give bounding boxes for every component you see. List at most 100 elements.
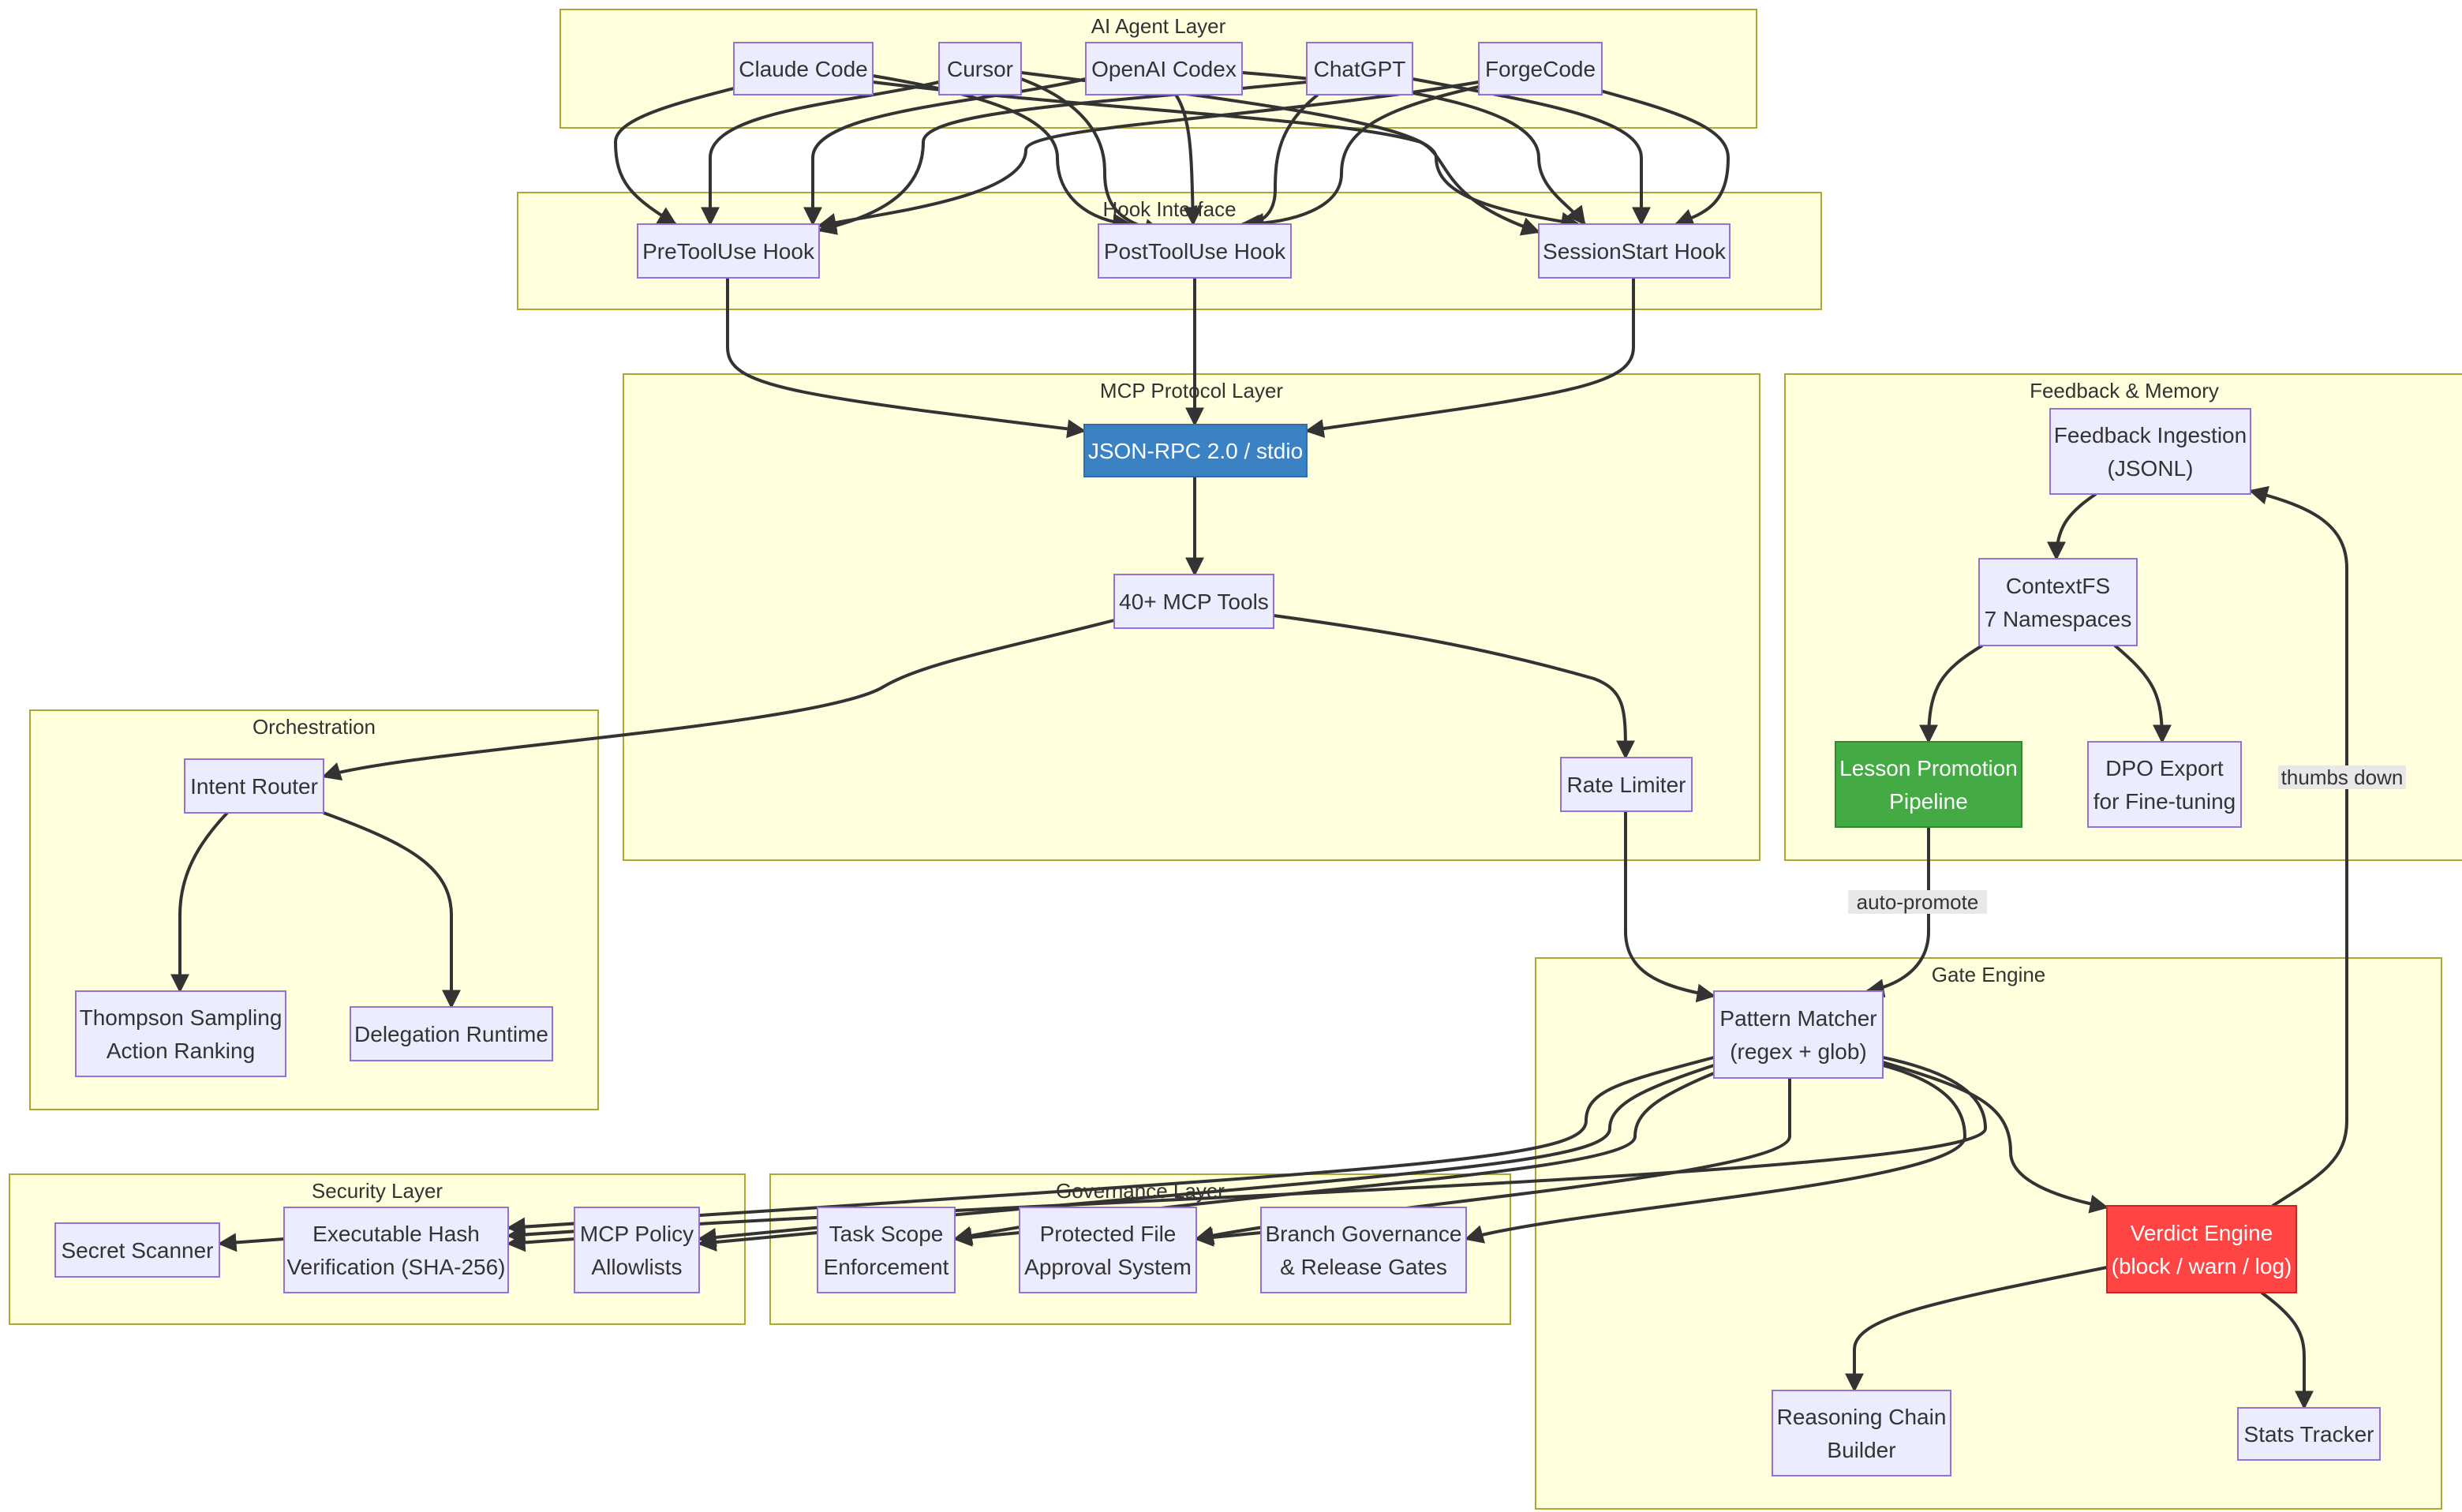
node-label: DPO Export — [2105, 756, 2224, 780]
edge-label-background — [2278, 765, 2406, 789]
node-label: (regex + glob) — [1730, 1039, 1867, 1064]
edge-intentrouter-to-thompson — [170, 811, 229, 994]
node-box — [2237, 1407, 2381, 1461]
node-label: SessionStart Hook — [1543, 239, 1727, 264]
node-box — [817, 1207, 956, 1293]
node-label: 7 Namespaces — [1985, 607, 2132, 631]
node-branch-governance: Branch Governance& Release Gates — [1260, 1207, 1467, 1293]
node-box — [283, 1207, 509, 1293]
edge-taskscope-to-mcppolicy — [697, 1231, 818, 1252]
node-label: Action Ranking — [107, 1039, 255, 1063]
edge-sessionstart-to-jsonrpc — [1304, 278, 1635, 438]
node-box — [2106, 1205, 2297, 1293]
node-box — [574, 1207, 700, 1293]
node-openai-codex: OpenAI Codex — [1085, 42, 1243, 95]
group-title: Orchestration — [253, 715, 376, 739]
edge-label-text: auto-promote — [1857, 890, 1979, 914]
node-box — [1083, 424, 1308, 477]
edge-intentrouter-to-delegation — [323, 811, 461, 1009]
edge-label-text: thumbs down — [2281, 765, 2404, 789]
node-label: JSON-RPC 2.0 / stdio — [1088, 439, 1303, 463]
node-label: Lesson Promotion — [1839, 756, 2018, 780]
edge-forgecode-to-pretooluse — [817, 80, 1480, 232]
edge-claude-to-pretooluse — [613, 87, 735, 226]
edge-lesson-to-pattern — [1865, 827, 1930, 998]
node-label: Builder — [1827, 1438, 1895, 1462]
node-feedback-ingestion: Feedback Ingestion(JSONL) — [2049, 408, 2251, 495]
node-box — [1560, 757, 1693, 812]
group-title: Gate Engine — [1932, 963, 2046, 986]
edge-chatgpt-to-sessionstart — [1412, 77, 1651, 226]
edge-verdict-to-reasoning — [1845, 1266, 2108, 1393]
edge-verdict-to-stats — [2260, 1291, 2314, 1410]
edge-chatgpt-to-pretooluse — [817, 80, 1308, 235]
node-box — [1713, 990, 1884, 1079]
node-box — [637, 223, 820, 279]
node-label: Thompson Sampling — [80, 1005, 282, 1030]
node-box — [1772, 1390, 1951, 1476]
node-intent-router: Intent Router — [184, 758, 324, 814]
edge-ratelimiter-to-pattern — [1624, 811, 1716, 1003]
node-delegation: Delegation Runtime — [350, 1006, 553, 1061]
node-box — [2049, 408, 2251, 495]
node-pattern-matcher: Pattern Matcher(regex + glob) — [1713, 990, 1884, 1079]
node-box — [1113, 574, 1274, 629]
edge-mcptools-to-intentrouter — [321, 619, 1115, 781]
node-label: Delegation Runtime — [354, 1022, 548, 1046]
node-label: Allowlists — [591, 1255, 682, 1279]
edge-label-auto-promote: auto-promote — [1848, 890, 1987, 914]
edge-branch-to-protectedfile — [1194, 1227, 1262, 1247]
edge-label-background — [1848, 890, 1987, 914]
node-label: Verdict Engine — [2131, 1221, 2273, 1245]
node-label: Approval System — [1024, 1255, 1192, 1279]
node-box — [1835, 741, 2022, 828]
edge-claude-to-sessionstart — [872, 80, 1541, 236]
node-box — [350, 1006, 553, 1061]
node-box — [184, 758, 324, 814]
edge-cursor-to-posttooluse — [1020, 77, 1164, 238]
edge-contextfs-to-dpo — [2113, 644, 2172, 744]
edge-pattern-to-verdict — [1882, 1061, 2109, 1214]
group-title: MCP Protocol Layer — [1100, 379, 1284, 402]
node-box — [1019, 1207, 1197, 1293]
node-label: PostToolUse Hook — [1104, 239, 1286, 264]
node-box — [1478, 42, 1603, 95]
node-claude-code: Claude Code — [733, 42, 874, 95]
node-label: ContextFS — [2006, 574, 2110, 598]
node-box — [733, 42, 874, 95]
node-box — [2087, 741, 2242, 828]
edge-codex-to-pretooluse — [803, 77, 1087, 226]
node-label: Rate Limiter — [1567, 773, 1686, 797]
node-box — [1098, 223, 1292, 279]
edge-cursor-to-pretooluse — [701, 80, 940, 226]
edge-feedback-to-contextfs — [2047, 492, 2097, 561]
node-label: Executable Hash — [312, 1222, 480, 1246]
edge-forgecode-to-posttooluse — [1240, 85, 1480, 234]
node-label: Protected File — [1040, 1222, 1177, 1246]
node-posttooluse: PostToolUse Hook — [1098, 223, 1292, 279]
node-label: MCP Policy — [580, 1222, 694, 1246]
node-jsonrpc: JSON-RPC 2.0 / stdio — [1083, 424, 1308, 477]
node-box — [1538, 223, 1731, 279]
node-chatgpt: ChatGPT — [1306, 42, 1413, 95]
node-label: (JSONL) — [2108, 456, 2194, 481]
group-title: Security Layer — [312, 1179, 443, 1203]
edge-contextfs-to-lesson — [1919, 644, 1984, 744]
edge-mcppolicy-to-hash — [506, 1233, 575, 1252]
node-label: Cursor — [947, 57, 1013, 81]
node-box — [938, 42, 1022, 95]
node-label: & Release Gates — [1280, 1255, 1447, 1279]
edge-pattern-to-hash — [506, 1056, 1715, 1237]
node-label: ChatGPT — [1314, 57, 1406, 81]
node-box — [54, 1222, 220, 1278]
node-secret-scanner: Secret Scanner — [54, 1222, 220, 1278]
node-label: Secret Scanner — [62, 1238, 214, 1263]
